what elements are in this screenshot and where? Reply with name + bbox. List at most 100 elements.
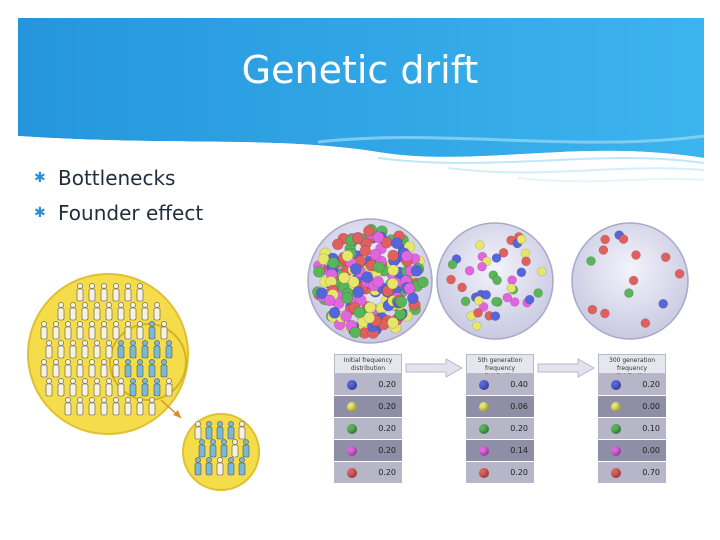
person-head (166, 378, 172, 384)
person-head (161, 321, 167, 327)
person-head (113, 321, 119, 327)
table-header-line: 300 generation (609, 357, 655, 364)
allele-population-illustration (307, 218, 689, 344)
person-body (227, 426, 235, 440)
allele-bead (498, 247, 509, 258)
person-body (117, 383, 125, 397)
person-head (113, 283, 119, 289)
allele-bead (640, 318, 651, 328)
allele-bead (338, 271, 350, 284)
initial-frequency-table: Initial frequency distribution 0.20 0.20… (334, 354, 402, 484)
person-head (58, 302, 64, 308)
person-body (88, 402, 96, 416)
person-body (45, 345, 53, 359)
bullet-item: ✱ Founder effect (34, 195, 203, 230)
person-body (100, 402, 108, 416)
table-row: 0.00 (598, 396, 666, 418)
person-head (239, 421, 245, 427)
allele-bead (624, 288, 634, 298)
person-head (41, 359, 47, 365)
frequency-value: 0.20 (510, 424, 528, 433)
person-body (40, 364, 48, 378)
person-body (100, 288, 108, 302)
person-body (136, 288, 144, 302)
allele-bead (328, 307, 341, 319)
title-banner (18, 18, 704, 198)
bullet-item: ✱ Bottlenecks (34, 160, 203, 195)
allele-bead (490, 311, 501, 321)
person-body (117, 345, 125, 359)
person-head (113, 359, 119, 365)
person-body (129, 383, 137, 397)
table-row: 0.20 (598, 374, 666, 396)
table-row: 0.06 (466, 396, 534, 418)
person-body (69, 307, 77, 321)
allele-bead (491, 296, 501, 307)
person-head (118, 378, 124, 384)
allele-bead (537, 266, 547, 277)
allele-bead (352, 286, 365, 298)
person-body (160, 364, 168, 378)
person-head (65, 397, 71, 403)
person-head (82, 340, 88, 346)
asterisk-icon: ✱ (34, 169, 46, 186)
person-head (101, 321, 107, 327)
allele-bead (475, 240, 485, 250)
table-header: Initial frequency distribution (334, 354, 402, 374)
frequency-value: 0.20 (378, 424, 396, 433)
allele-bead (509, 297, 520, 307)
allele-bead (323, 294, 336, 307)
allele-bead (587, 304, 598, 315)
allele-bead (524, 294, 535, 305)
allele-bead (373, 261, 385, 274)
person-body (88, 364, 96, 378)
person-body (124, 288, 132, 302)
person-body (124, 326, 132, 340)
frequency-value: 0.00 (642, 402, 660, 411)
allele-green-icon (479, 423, 489, 434)
person-body (124, 402, 132, 416)
person-body (112, 326, 120, 340)
person-head (243, 439, 249, 445)
arrow-down-right-icon (173, 410, 181, 418)
person-head (118, 340, 124, 346)
allele-bead (516, 267, 527, 278)
allele-bead (506, 283, 517, 293)
allele-bead (521, 256, 531, 267)
allele-magenta-icon (479, 445, 489, 456)
allele-bead (473, 308, 483, 318)
bullet-text: Founder effect (58, 200, 204, 225)
person-head (206, 457, 212, 463)
person-body (194, 426, 202, 440)
person-head (149, 359, 155, 365)
person-head (106, 340, 112, 346)
person-head (70, 302, 76, 308)
allele-bead (586, 256, 596, 266)
frequency-value: 0.20 (378, 468, 396, 477)
right-arrow-icon (537, 358, 596, 378)
person-head (89, 359, 95, 365)
person-head (125, 321, 131, 327)
person-head (142, 340, 148, 346)
person-head (89, 283, 95, 289)
person-head (77, 359, 83, 365)
table-row: 0.20 (334, 374, 402, 396)
frequency-value: 0.20 (378, 402, 396, 411)
frequency-value: 0.20 (510, 468, 528, 477)
frequency-value: 0.20 (378, 380, 396, 389)
person-head (137, 283, 143, 289)
person-head (142, 378, 148, 384)
person-head (118, 302, 124, 308)
person-body (136, 326, 144, 340)
person-body (69, 383, 77, 397)
person-body (64, 326, 72, 340)
table-header: 5th generation frequency distribution (466, 354, 534, 380)
person-head (161, 359, 167, 365)
person-head (70, 340, 76, 346)
person-body (57, 307, 65, 321)
person-body (88, 288, 96, 302)
table-row: 0.20 (334, 418, 402, 440)
person-body (93, 307, 101, 321)
person-body (40, 326, 48, 340)
